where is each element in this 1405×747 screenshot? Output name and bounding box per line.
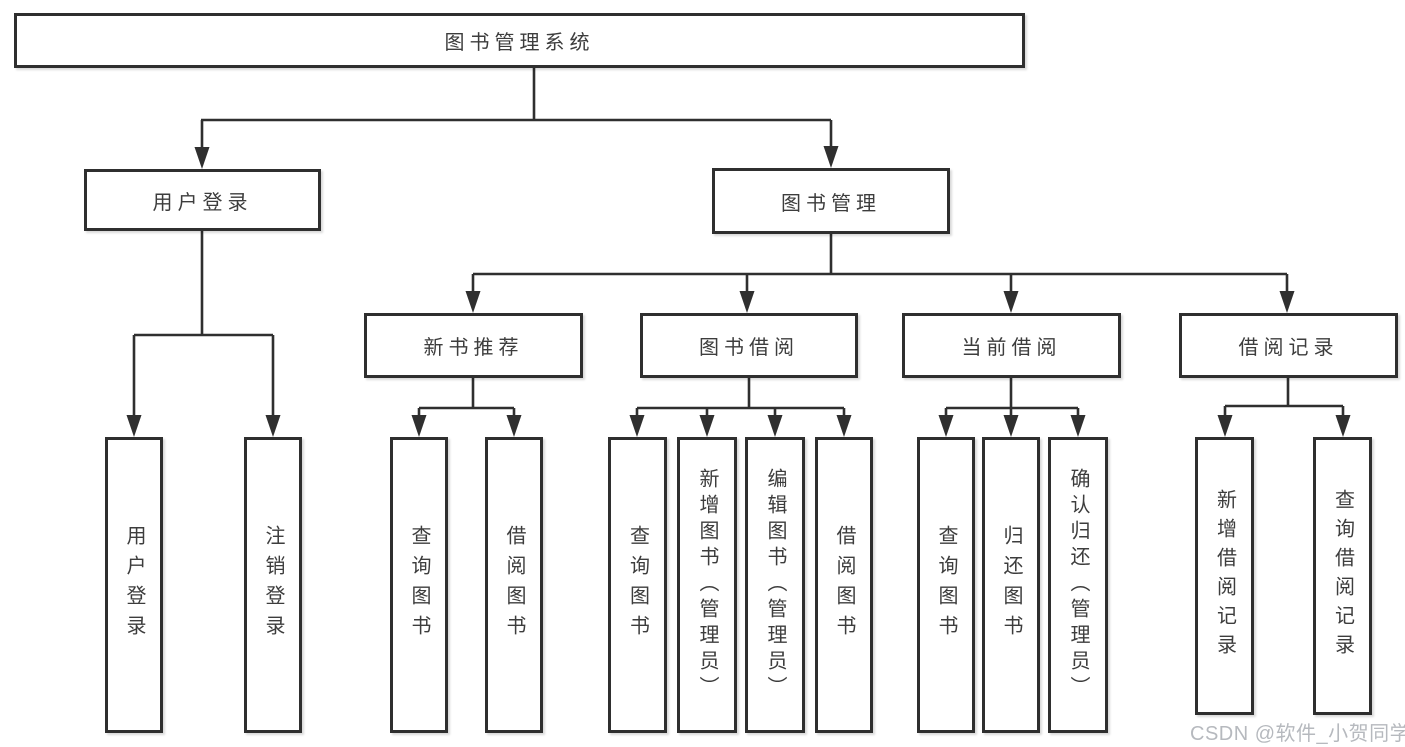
node-new-book-recommend: 新书推荐 (364, 313, 583, 378)
leaf-query-books-borrow: 查询图书 (608, 437, 667, 733)
leaf-add-borrow-record: 新增借阅记录 (1195, 437, 1254, 715)
node-borrow-records: 借阅记录 (1179, 313, 1398, 378)
node-root: 图书管理系统 (14, 13, 1025, 68)
node-book-management: 图书管理 (712, 168, 950, 234)
leaf-confirm-return-admin: 确认归还（管理员） (1048, 437, 1108, 733)
leaf-query-borrow-record: 查询借阅记录 (1313, 437, 1372, 715)
node-book-borrow: 图书借阅 (640, 313, 858, 378)
leaf-return-books: 归还图书 (982, 437, 1040, 733)
leaf-logout: 注销登录 (244, 437, 302, 733)
leaf-borrow-books-recommend: 借阅图书 (485, 437, 543, 733)
leaf-query-books-current: 查询图书 (917, 437, 975, 733)
csdn-watermark: CSDN @软件_小贺同学 (1190, 723, 1405, 745)
leaf-user-login: 用户登录 (105, 437, 163, 733)
leaf-borrow-books-borrow: 借阅图书 (815, 437, 873, 733)
leaf-add-book-admin: 新增图书（管理员） (677, 437, 737, 733)
leaf-edit-book-admin: 编辑图书（管理员） (745, 437, 805, 733)
node-current-borrow: 当前借阅 (902, 313, 1121, 378)
arrowhead-icons (126, 146, 1351, 437)
node-user-login-branch: 用户登录 (84, 169, 321, 231)
leaf-query-books-recommend: 查询图书 (390, 437, 448, 733)
